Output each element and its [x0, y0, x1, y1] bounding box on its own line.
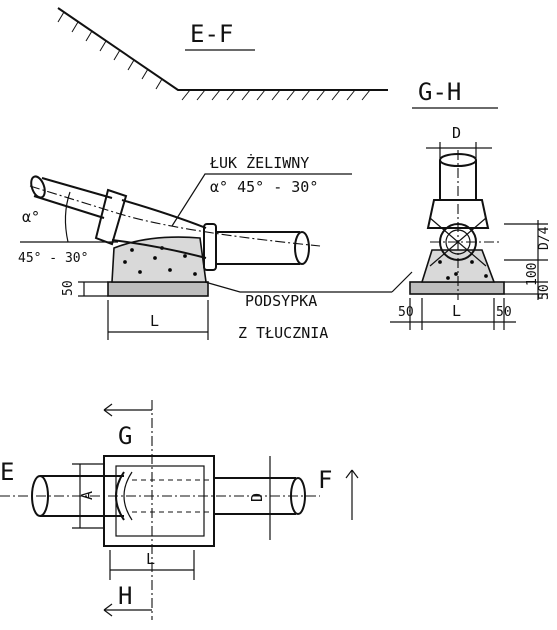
plan-mark-H: H — [118, 582, 132, 610]
dim-plan-D: D — [248, 493, 266, 502]
plan-block-outer — [103, 455, 215, 547]
dim-plan-L: L — [146, 550, 155, 568]
label-angle-range: α° 45° - 30° — [210, 178, 318, 196]
plan-mark-E: E — [0, 458, 14, 486]
dim-gh-D4: D/4 — [537, 226, 552, 250]
plan-mark-F: F — [318, 466, 332, 494]
ef-inclined-pipe-bottom — [33, 195, 105, 219]
dim-gh-50-left: 50 — [398, 305, 414, 320]
ef-centerline — [29, 185, 321, 247]
gh-concrete-base — [409, 281, 505, 295]
label-fill-line2: Z TŁUCZNIA — [238, 324, 328, 342]
ef-fill-leader — [204, 281, 392, 293]
section-title-gh: G-H — [418, 78, 461, 106]
label-cast-elbow: ŁUK ŻELIWNY — [209, 153, 309, 172]
dim-ef-L: L — [150, 312, 159, 330]
ef-elbow-top — [121, 199, 207, 229]
plan-mark-G: G — [118, 422, 132, 450]
ef-socket — [94, 188, 128, 246]
label-angle-symbol: α° — [22, 208, 40, 226]
ef-gravel-fill — [111, 236, 207, 283]
ef-inclined-pipe-top — [41, 177, 113, 199]
ef-horizontal-pipe-end — [294, 231, 310, 265]
section-gh-view — [390, 142, 548, 330]
ef-pipe-end — [30, 175, 46, 199]
section-ef-view — [20, 173, 413, 340]
ef-elbow-leader — [171, 173, 352, 227]
ef-elbow-bottom — [111, 239, 207, 259]
terrain-slope-sketch — [57, 7, 388, 101]
plan-view — [0, 400, 359, 620]
label-angle-left: 45° - 30° — [18, 251, 88, 266]
dim-gh-50-height: 50 — [537, 284, 552, 300]
dim-gh-L: L — [452, 302, 461, 320]
ef-flange — [203, 223, 217, 271]
dim-ef-50: 50 — [61, 280, 76, 296]
ef-angle-arc — [64, 191, 71, 243]
ef-concrete-base — [107, 281, 209, 297]
dim-plan-A: A — [78, 491, 96, 500]
section-title-ef: E-F — [190, 20, 233, 48]
label-fill-line1: PODSYPKA — [245, 292, 317, 310]
dim-gh-D: D — [452, 124, 461, 142]
dim-gh-50-right: 50 — [496, 305, 512, 320]
dim-gh-100: 100 — [525, 263, 540, 286]
